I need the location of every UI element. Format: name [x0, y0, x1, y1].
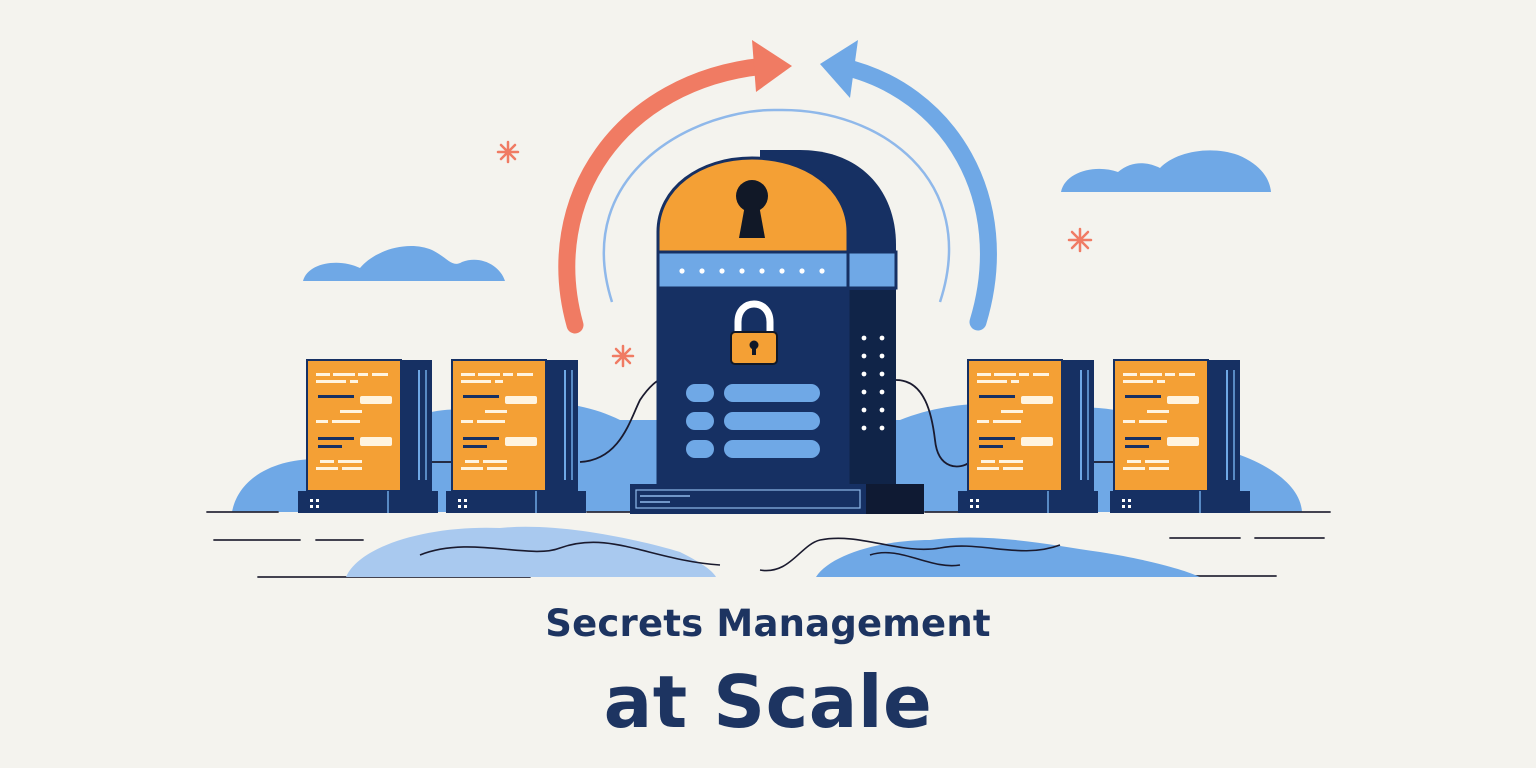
cloud-icon	[303, 246, 505, 281]
headline-line-1: Secrets Management	[545, 602, 991, 645]
sparkle-icon	[1067, 227, 1093, 253]
server-rack	[298, 359, 438, 513]
server-rack	[958, 359, 1098, 513]
ground-wave	[816, 537, 1200, 577]
refresh-arrow-blue	[831, 57, 997, 331]
sparkle-icon	[496, 140, 520, 164]
sparkle-icon	[611, 344, 635, 368]
connector-cable	[432, 379, 1116, 468]
central-vault	[630, 150, 924, 514]
headline-line-2: at Scale	[603, 660, 933, 744]
ground-wave-line	[419, 537, 1061, 572]
server-rack	[1110, 359, 1250, 513]
padlock-icon	[730, 300, 778, 365]
server-rack	[446, 359, 586, 513]
refresh-arrow-coral-head	[752, 40, 792, 92]
cloud-icon	[1061, 150, 1271, 192]
refresh-arrow-coral	[558, 57, 774, 334]
thin-orbit-arc	[602, 108, 951, 303]
refresh-arrow-blue-head	[820, 40, 858, 98]
keyhole-icon	[736, 180, 768, 238]
